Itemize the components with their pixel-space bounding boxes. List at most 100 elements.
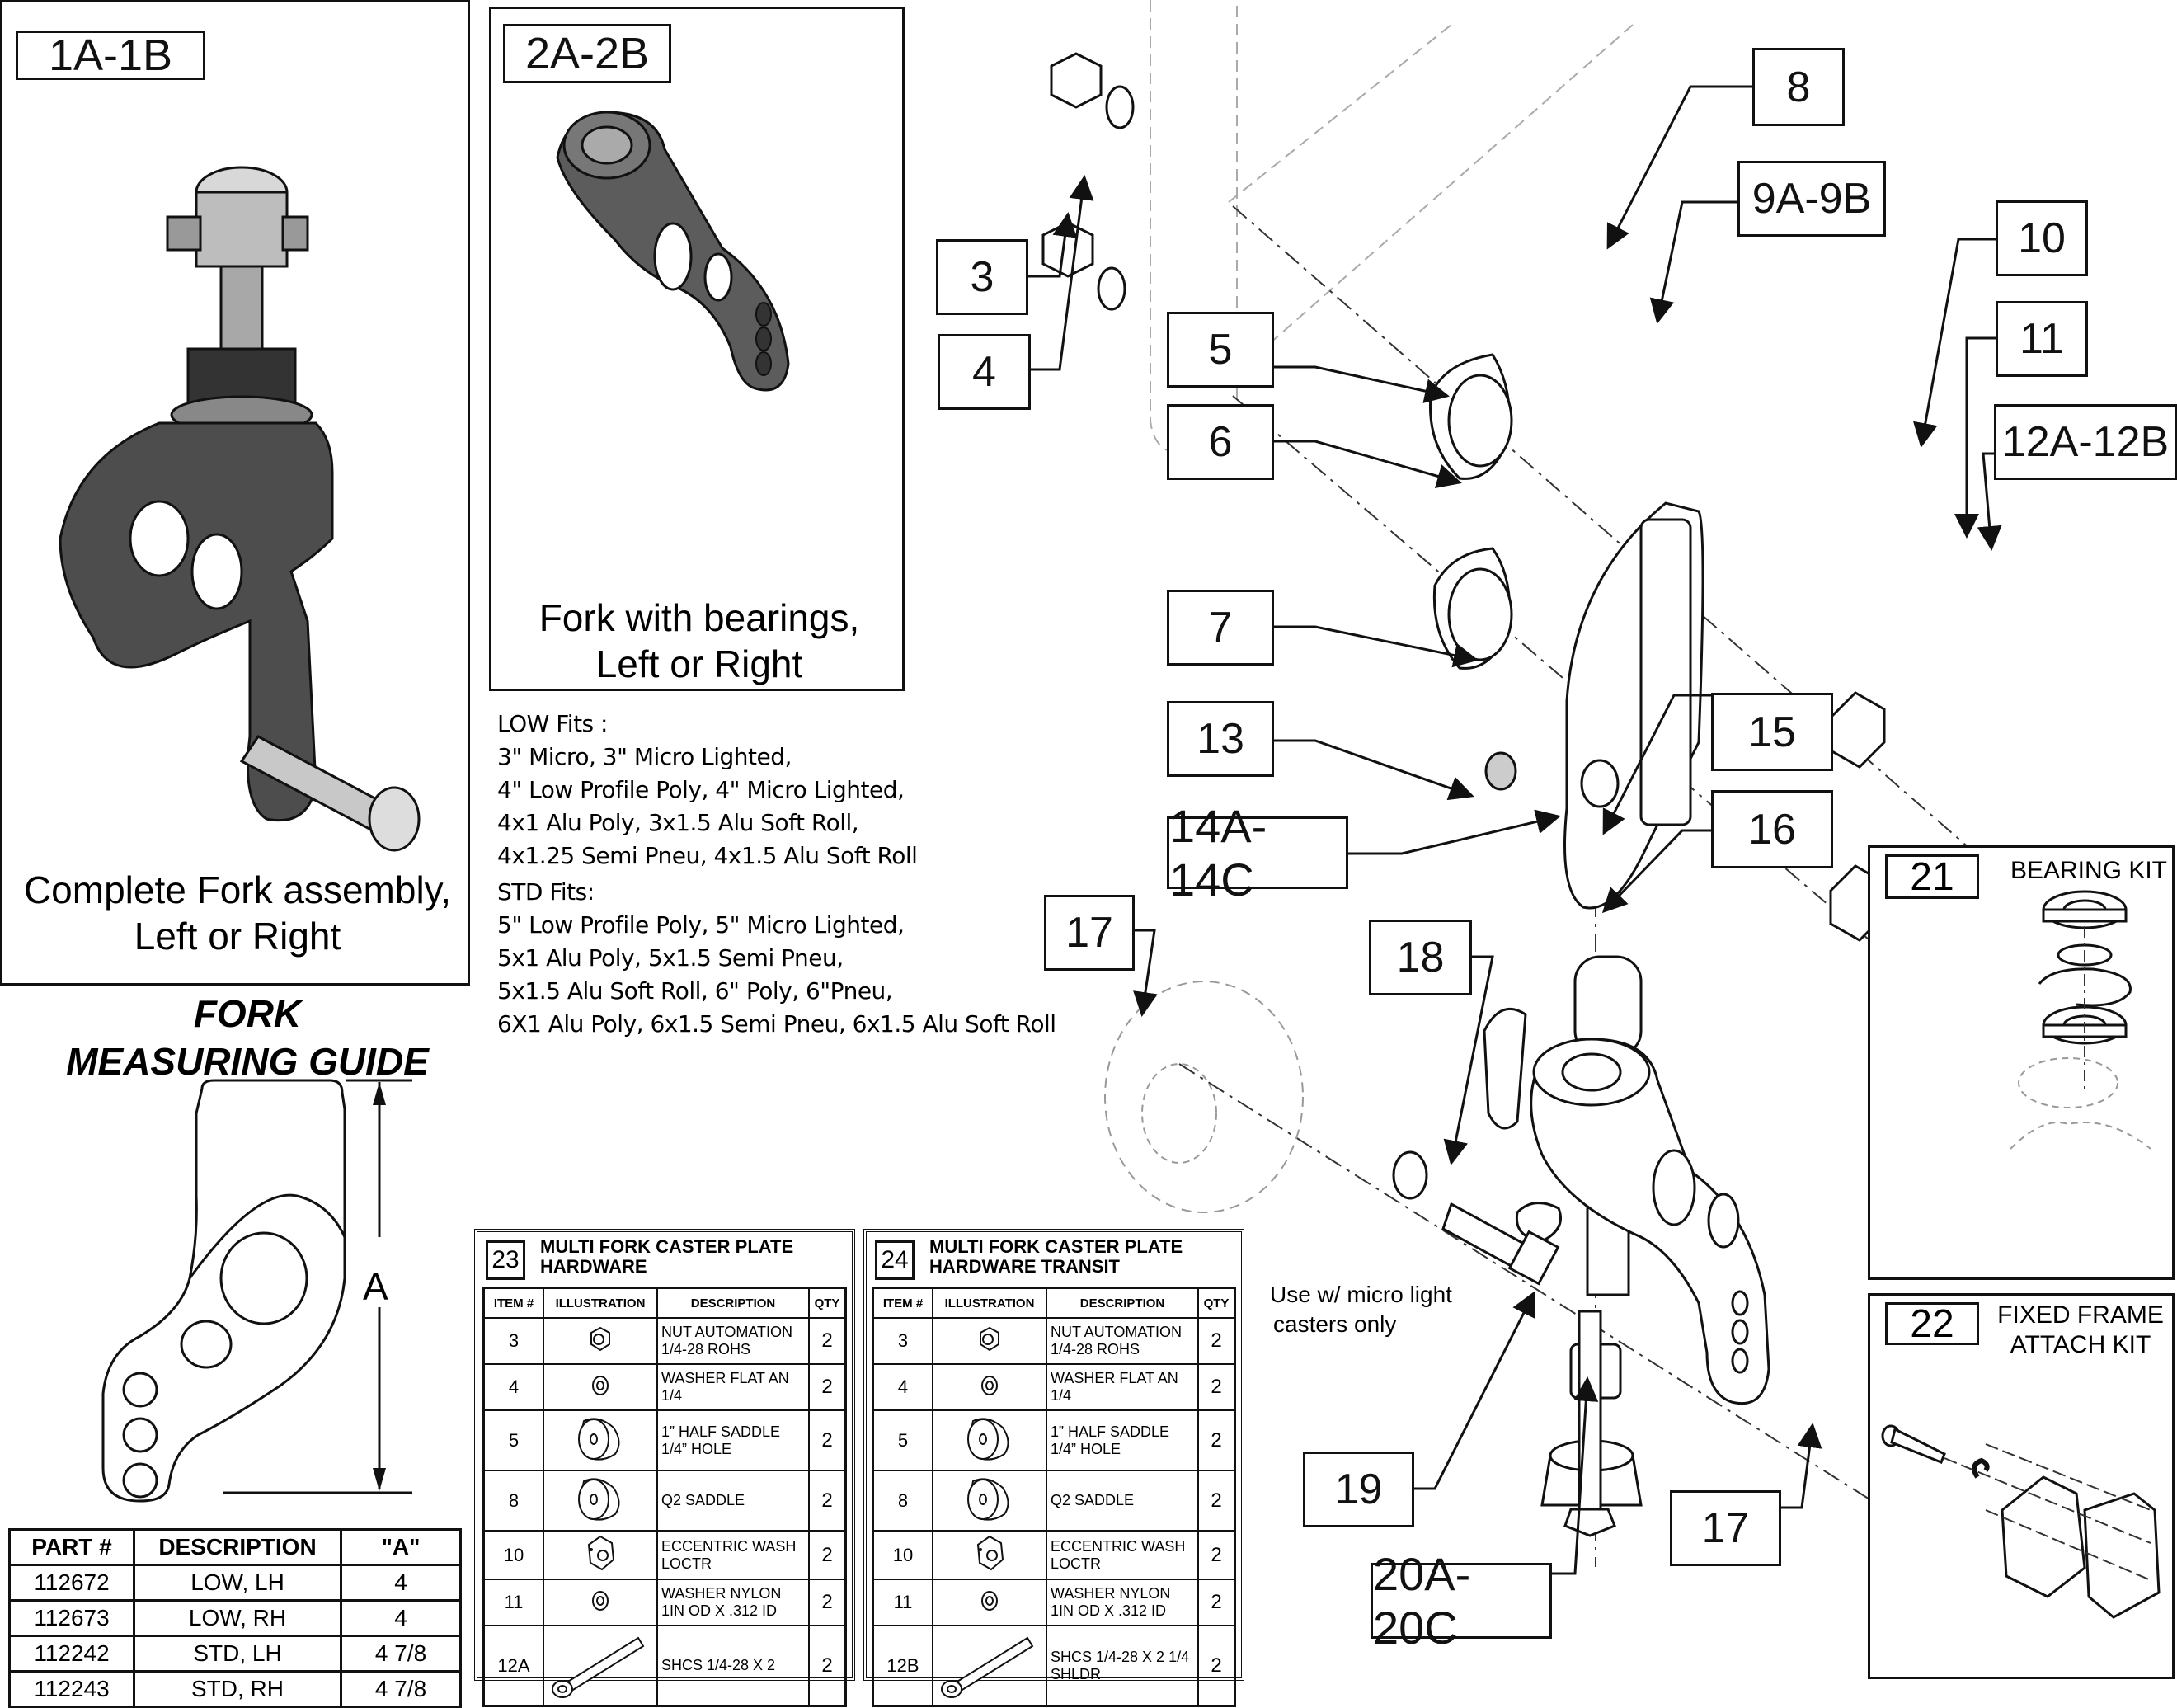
washer-icon — [932, 1363, 1047, 1411]
hardware-table-header: 24 MULTI FORK CASTER PLATE HARDWARE TRAN… — [867, 1232, 1241, 1287]
callout-12a-12b: 12A-12B — [1994, 404, 2177, 480]
washer-icon — [543, 1579, 658, 1626]
callout-14a-14c: 14A-14C — [1167, 800, 1348, 906]
fork-bearings-panel: 2A-2B Fork with bearings, Left or Right — [489, 7, 905, 691]
fixed-frame-kit-number: 22 — [1885, 1302, 1979, 1346]
bearing-kit-number: 21 — [1885, 854, 1979, 899]
item-description-line2: SHLDR — [1051, 1665, 1102, 1682]
item-description-line2: LOCTR — [661, 1555, 712, 1572]
hardware-table-title: MULTI FORK CASTER PLATE HARDWARE TRANSIT — [929, 1237, 1183, 1277]
callout-5: 5 — [1167, 312, 1274, 388]
nut-icon — [932, 1317, 1047, 1365]
item-description-line1: ECCENTRIC WASH — [1051, 1537, 1186, 1555]
item-quantity: 2 — [1197, 1470, 1236, 1532]
nut-3-top — [1041, 52, 1135, 311]
bearing-kit-title: BEARING KIT — [2010, 857, 2168, 884]
std-fits-line: 5" Low Profile Poly, 5" Micro Lighted, — [497, 911, 905, 939]
callout-11: 11 — [1996, 301, 2088, 377]
item-description-line2: LOCTR — [1051, 1555, 1102, 1572]
low-fits-line: 4x1.25 Semi Pneu, 4x1.5 Alu Soft Roll — [497, 842, 918, 869]
item-description-line1: 1” HALF SADDLE — [1051, 1423, 1170, 1440]
complete-fork-caption: Complete Fork assembly, Left or Right — [2, 867, 473, 959]
item-description-line1: SHCS 1/4-28 X 2 — [661, 1657, 776, 1673]
washer-icon — [543, 1363, 658, 1411]
fork-bearings-caption-line2: Left or Right — [595, 642, 803, 685]
callout-17-right: 17 — [1670, 1490, 1781, 1566]
fixed-frame-kit-title-line2: ATTACH KIT — [2010, 1331, 2151, 1358]
table-row: 112673 LOW, RH 4 — [8, 1599, 462, 1637]
callout-9a-9b: 9A-9B — [1737, 161, 1886, 237]
item-description-line1: NUT AUTOMATION — [1051, 1324, 1183, 1340]
hardware-col-header: ILLUSTRATION — [543, 1287, 658, 1319]
item-quantity: 2 — [808, 1317, 847, 1365]
item-description-line2: 1/4-28 ROHS — [661, 1341, 751, 1357]
a-dimension: 4 7/8 — [340, 1635, 462, 1673]
table-row: 112672 LOW, LH 4 — [8, 1564, 462, 1602]
std-fits-line: 5x1 Alu Poly, 5x1.5 Semi Pneu, — [497, 944, 844, 972]
measuring-guide-diagram — [101, 1079, 412, 1503]
hardware-table-header: 23 MULTI FORK CASTER PLATE HARDWARE — [477, 1232, 852, 1287]
callout-18: 18 — [1369, 920, 1472, 995]
hardware-col-header: QTY — [1197, 1287, 1236, 1319]
hardware-table-23: 23 MULTI FORK CASTER PLATE HARDWARE ITEM… — [474, 1229, 855, 1707]
hardware-title-line2: HARDWARE — [540, 1256, 647, 1277]
measuring-guide-title: FORK MEASURING GUIDE — [0, 990, 495, 1085]
low-fits-line: 3" Micro, 3" Micro Lighted, — [497, 743, 792, 770]
item-description-line1: Q2 SADDLE — [1051, 1492, 1135, 1508]
dimension-a-label: A — [363, 1265, 388, 1308]
item-quantity: 2 — [1197, 1409, 1236, 1471]
micro-light-note-line2: casters only — [1273, 1311, 1397, 1337]
eccentric-washer-icon — [543, 1530, 658, 1580]
item-description-line2: 1/4” HOLE — [1051, 1440, 1121, 1457]
measuring-guide-title-line2: MEASURING GUIDE — [66, 1040, 429, 1083]
low-fits-heading: LOW Fits : — [497, 710, 608, 737]
item-number: 4 — [482, 1363, 544, 1411]
fork-bearings-caption: Fork with bearings, Left or Right — [491, 595, 907, 687]
hardware-col-header: DESCRIPTION — [656, 1287, 810, 1319]
item-description-line2: 1IN OD X .312 ID — [661, 1602, 778, 1619]
item-description-line1: WASHER FLAT AN — [661, 1370, 789, 1386]
a-dimension: 4 — [340, 1599, 462, 1637]
complete-fork-panel: 1A-1B Complete Fork assembly, Left or Ri… — [0, 0, 470, 986]
hardware-table-number: 24 — [875, 1240, 915, 1280]
micro-light-note: Use w/ micro light casters only — [1270, 1280, 1452, 1339]
callout-17-left: 17 — [1044, 895, 1135, 971]
caster-wheel-ghost — [1104, 981, 1304, 1213]
part-description: STD, LH — [133, 1635, 342, 1673]
std-fits-heading: STD Fits: — [497, 878, 595, 906]
part-number-table: PART # DESCRIPTION "A" 112672 LOW, LH 4 … — [8, 1528, 462, 1708]
hardware-table-title: MULTI FORK CASTER PLATE HARDWARE — [540, 1237, 793, 1277]
item-description-line1: SHCS 1/4-28 X 2 1/4 — [1051, 1648, 1190, 1665]
low-fits-line: 4" Low Profile Poly, 4" Micro Lighted, — [497, 776, 905, 803]
item-quantity: 2 — [808, 1470, 847, 1532]
complete-fork-illustration — [59, 166, 421, 852]
micro-light-note-line1: Use w/ micro light — [1270, 1282, 1452, 1307]
fork-bearings-illustration — [556, 111, 790, 392]
bearing-kit-panel: 21 BEARING KIT — [1868, 845, 2175, 1280]
fixed-frame-kit-panel: 22 FIXED FRAME ATTACH KIT — [1868, 1293, 2175, 1679]
item-number: 4 — [872, 1363, 933, 1411]
part-number-header: PART # — [8, 1528, 135, 1566]
a-dimension: 4 — [340, 1564, 462, 1602]
item-quantity: 2 — [1197, 1579, 1236, 1626]
part-number: 112673 — [8, 1599, 135, 1637]
std-fits-line: 5x1.5 Alu Soft Roll, 6" Poly, 6"Pneu, — [497, 977, 893, 1005]
item-description-line1: WASHER FLAT AN — [1051, 1370, 1178, 1386]
complete-fork-label: 1A-1B — [16, 31, 205, 80]
item-description-line2: 1/4” HOLE — [661, 1440, 732, 1457]
hardware-title-line1: MULTI FORK CASTER PLATE — [929, 1236, 1183, 1257]
callout-16: 16 — [1711, 790, 1833, 868]
fork-bearings-caption-line1: Fork with bearings, — [538, 596, 860, 639]
